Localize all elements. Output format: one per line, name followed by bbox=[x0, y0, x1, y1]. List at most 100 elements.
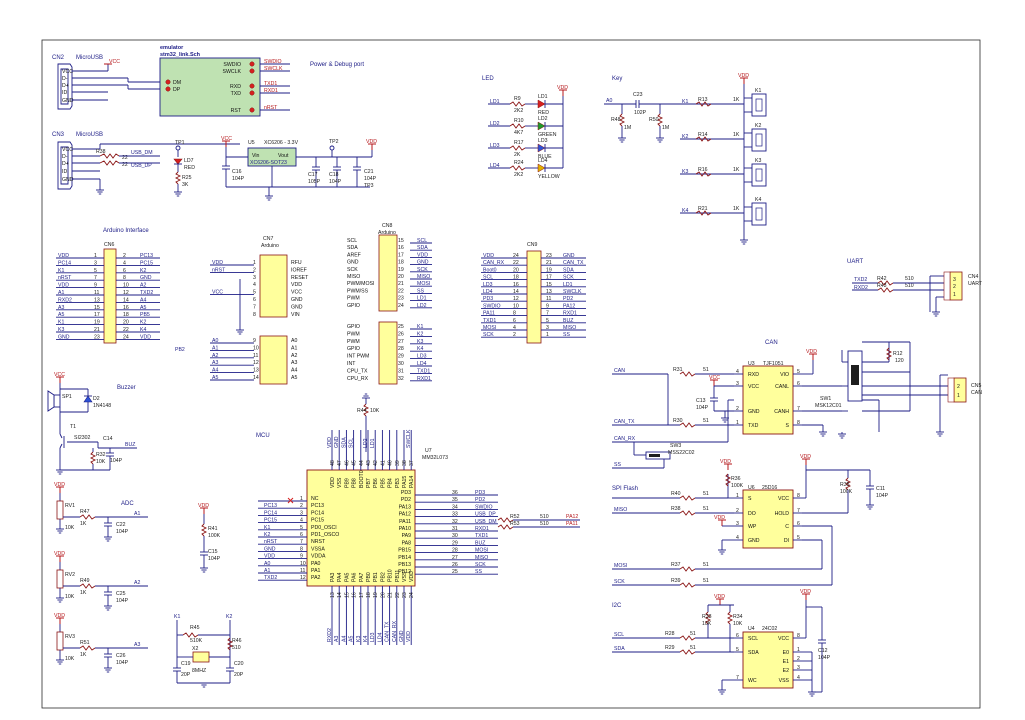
mcu-bottom-pin-num: 22 bbox=[395, 592, 401, 598]
cn9-right-net: CAN_TX bbox=[563, 260, 584, 266]
mcu-left-net: nRST bbox=[264, 539, 278, 545]
emulator-title: emulator bbox=[160, 45, 184, 51]
adc-cap-val: 104P bbox=[116, 660, 129, 666]
cn7-pin-num: 9 bbox=[253, 338, 256, 344]
u3-pin-num: 7 bbox=[797, 406, 800, 412]
cn2pins-pin-1: VCC bbox=[62, 69, 73, 75]
mcu-left-pin-num: 2 bbox=[300, 503, 303, 509]
mcu-top-pin-num: 42 bbox=[373, 460, 379, 466]
r28-val: 51 bbox=[690, 631, 696, 637]
key-net-k4: K4 bbox=[682, 208, 688, 214]
cn7-pin-num: 5 bbox=[253, 290, 256, 296]
r12-val: 120 bbox=[895, 358, 904, 364]
mcu-bottom-pin-num: 20 bbox=[380, 592, 386, 598]
c16-ref: C16 bbox=[232, 169, 242, 175]
led-res-ref: R10 bbox=[514, 118, 524, 124]
r45-ref: R45 bbox=[190, 625, 200, 631]
c23-val: 102P bbox=[634, 110, 647, 116]
cn9-pin-num: 17 bbox=[546, 275, 552, 281]
emu-left-pin-dm: DM bbox=[173, 80, 181, 86]
cn8-pin-num: 28 bbox=[398, 346, 404, 352]
cn8-name: Arduino bbox=[378, 230, 396, 236]
emu-right-pin-dot bbox=[249, 68, 255, 74]
cn7-name: Arduino bbox=[261, 243, 279, 249]
u6-pin-name: DI bbox=[784, 538, 789, 544]
mcu-right-pin-name: PB15 bbox=[398, 548, 411, 554]
mcu-bottom-pin-num: 23 bbox=[402, 592, 408, 598]
adc-vdd-label: VDD bbox=[54, 482, 65, 488]
r52-val: 510 bbox=[540, 514, 549, 520]
r35-val: 100K bbox=[840, 489, 853, 495]
led-res-ref: R24 bbox=[514, 160, 524, 166]
cn6-pin-num: 10 bbox=[123, 283, 129, 289]
cn8-net: RXD1 bbox=[417, 376, 431, 382]
led-res-ref: R17 bbox=[514, 140, 524, 146]
u6-pin-name: HOLD bbox=[775, 511, 790, 517]
cn2pins-pin-5: GND bbox=[62, 98, 74, 104]
r45-val: 510K bbox=[190, 638, 203, 644]
sw3-ref: SW3 bbox=[670, 443, 681, 449]
cn3pins-pin-5: GND bbox=[62, 177, 74, 183]
adc-pot-val: 10K bbox=[65, 525, 75, 531]
key-vdd-label: VDD bbox=[738, 73, 749, 79]
r30-ref: R30 bbox=[673, 418, 683, 424]
mcu-top-pin-name: PB7 bbox=[366, 478, 372, 488]
cn6-pin-num: 5 bbox=[94, 268, 97, 274]
mcu-right-net: SCK bbox=[475, 562, 486, 568]
mcu-left-pin-name: PA1 bbox=[311, 568, 321, 574]
cn9-pin-num: 15 bbox=[546, 282, 552, 288]
cn9-left-net: MOSI bbox=[483, 325, 496, 331]
cn9-pin-num: 12 bbox=[513, 296, 519, 302]
emu-right-pin-dot bbox=[249, 61, 255, 67]
mcu-right-pin-num: 33 bbox=[452, 512, 458, 518]
r38f-ref: R38 bbox=[671, 506, 681, 512]
cn3-name: MicroUSB bbox=[76, 132, 103, 138]
section-buzzer: Buzzer bbox=[117, 385, 136, 391]
key-resistor bbox=[695, 136, 712, 142]
mcu-top-pin-name: PB9 bbox=[344, 478, 350, 488]
u4-pin-name: VSS bbox=[779, 678, 790, 684]
cn6-pin-num: 2 bbox=[123, 253, 126, 259]
adc-cap-val: 104P bbox=[116, 598, 129, 604]
cn7-pin-num: 11 bbox=[253, 353, 258, 359]
cn9-right-net: GND bbox=[563, 253, 575, 259]
cn6-pin-num: 9 bbox=[94, 283, 97, 289]
cn9-pin-num: 20 bbox=[513, 267, 519, 273]
r12-ref: R12 bbox=[893, 351, 903, 357]
mcu-right-net: MISO bbox=[475, 555, 488, 561]
key-resistor bbox=[695, 101, 712, 107]
cn6-pin-num: 20 bbox=[123, 320, 129, 326]
cn4-pin3: 3 bbox=[953, 277, 956, 283]
r34-ref: R34 bbox=[733, 614, 743, 620]
cn7-pin-name: A3 bbox=[291, 360, 297, 366]
key-res-ref: R16 bbox=[698, 167, 708, 173]
cn6-pin-num: 3 bbox=[94, 260, 97, 266]
mcu-bottom-pin-name: PA3 bbox=[330, 572, 336, 582]
mcu-top-net: SDA bbox=[341, 437, 347, 448]
pa12-net: PA12 bbox=[566, 514, 578, 520]
led-diode bbox=[537, 163, 546, 173]
cn9-pin-num: 2 bbox=[513, 332, 516, 338]
emu-right-pin-swclk: SWCLK bbox=[223, 69, 242, 75]
mcu-left-net: A1 bbox=[264, 568, 270, 574]
c14-ref: C14 bbox=[103, 436, 113, 442]
adc-res-val: 1K bbox=[80, 590, 87, 596]
section-key: Key bbox=[612, 76, 622, 82]
key-net-k3: K3 bbox=[682, 169, 688, 175]
u4-pin-name: WC bbox=[748, 678, 757, 684]
cn6-right-net: K4 bbox=[140, 327, 146, 333]
mcu-left-pin-name: PC13 bbox=[311, 503, 324, 509]
cn3-ref: CN3 bbox=[52, 132, 65, 138]
c11-ref: C11 bbox=[876, 486, 885, 492]
u6-pin-name: WP bbox=[748, 524, 757, 530]
cn6-pin-num: 19 bbox=[94, 320, 100, 326]
flash-vdd2-label: VDD bbox=[720, 459, 731, 465]
cn9-left-net: PD3 bbox=[483, 296, 493, 302]
cn9-pin-num: 14 bbox=[513, 289, 519, 295]
cn7-pin-name: VIN bbox=[291, 312, 300, 318]
cn7-pin-name: VCC bbox=[291, 290, 302, 296]
u4-part: 24C02 bbox=[762, 626, 777, 632]
cn7-pin-num: 1 bbox=[253, 260, 256, 266]
mcu-left-pin-num: 3 bbox=[300, 510, 303, 516]
